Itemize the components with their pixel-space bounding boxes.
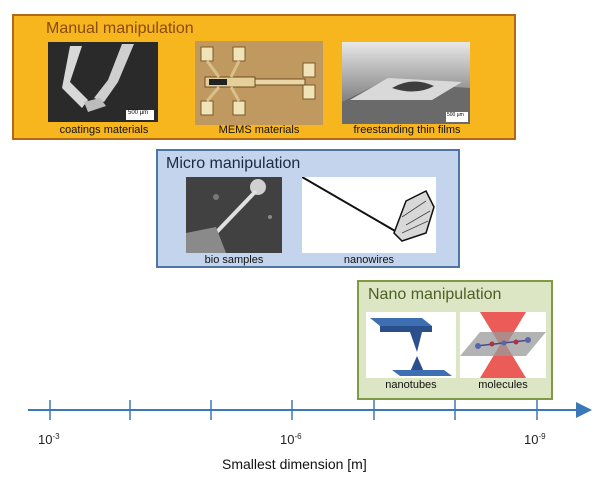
manual-panel-title: Manual manipulation [46,20,194,37]
tick-label-1e-9: 10-9 [524,432,546,447]
tick-label-1e-3: 10-3 [38,432,60,447]
molecules-image [460,312,546,378]
axis-title: Smallest dimension [m] [222,456,367,472]
freestanding-thin-films-image: 500 µm [342,42,470,124]
freestanding-thin-films-caption: freestanding thin films [353,124,461,136]
bio-samples-image [186,177,282,253]
mems-materials-image [195,41,323,125]
nano-panel-title: Nano manipulation [368,286,502,303]
bio-samples-caption: bio samples [204,254,264,266]
micro-manipulation-panel: Micro manipulation bio samples nanowires [156,149,460,268]
micro-panel-title: Micro manipulation [166,155,301,172]
nanowires-image [302,177,436,253]
mems-materials-caption: MEMS materials [218,124,300,136]
films-scale-label: 500 µm [447,112,464,118]
molecules-caption: molecules [478,379,528,391]
coatings-materials-caption: coatings materials [59,124,149,136]
nanowires-caption: nanowires [343,254,395,266]
nanotubes-caption: nanotubes [385,379,437,391]
nanotubes-image [366,312,456,378]
nano-manipulation-panel: Nano manipulation nanotubes molecules [357,280,553,400]
coatings-scale-label: 500 µm [128,110,149,116]
manual-manipulation-panel: Manual manipulation 500 µm coatings mate… [12,14,516,140]
axis-arrowhead [576,402,592,418]
coatings-materials-image: 500 µm [48,42,158,122]
tick-label-1e-6: 10-6 [280,432,302,447]
dimension-axis [28,400,592,420]
